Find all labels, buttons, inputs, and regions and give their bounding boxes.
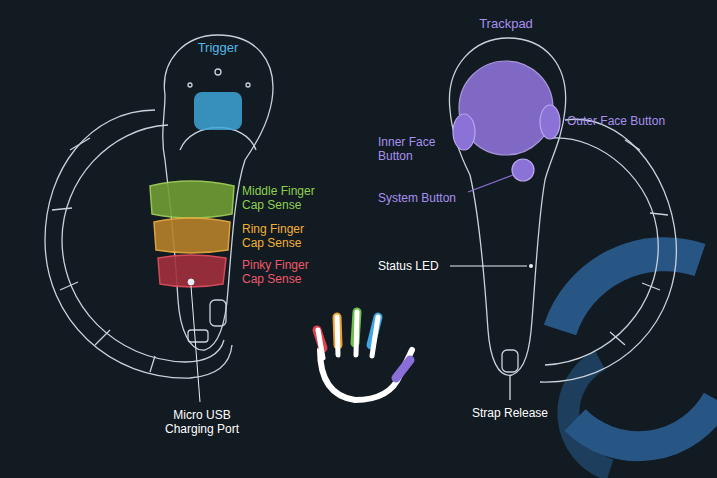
charging-port-label: Micro USB Charging Port: [150, 408, 254, 437]
left-controller: [45, 35, 273, 378]
right-leaders: [450, 175, 533, 400]
status-led-label: Status LED: [378, 259, 458, 273]
watermark-logo: [560, 254, 717, 470]
strap-release-label: Strap Release: [460, 406, 560, 420]
trigger-label: Trigger: [188, 40, 248, 56]
inner-face-button: [453, 114, 475, 150]
right-controller: [449, 38, 676, 382]
trigger-zone: [194, 92, 242, 130]
inner-face-button-label: Inner Face Button: [378, 135, 452, 164]
left-leaders: [188, 279, 200, 402]
middle-finger-band: [150, 181, 234, 218]
trackpad-label: Trackpad: [466, 16, 546, 32]
hand-icon: [317, 312, 412, 400]
pinky-finger-band: [158, 255, 226, 287]
pinky-finger-label: Pinky Finger Cap Sense: [242, 258, 332, 287]
system-button-label: System Button: [378, 191, 478, 205]
ring-finger-band: [154, 218, 230, 253]
middle-finger-label: Middle Finger Cap Sense: [242, 184, 338, 213]
outer-face-button-label: Outer Face Button: [567, 114, 707, 128]
right-highlights: [453, 61, 560, 181]
ring-finger-label: Ring Finger Cap Sense: [242, 222, 326, 251]
left-highlights: [150, 92, 242, 287]
system-button: [512, 159, 534, 181]
outer-face-button: [540, 105, 560, 139]
